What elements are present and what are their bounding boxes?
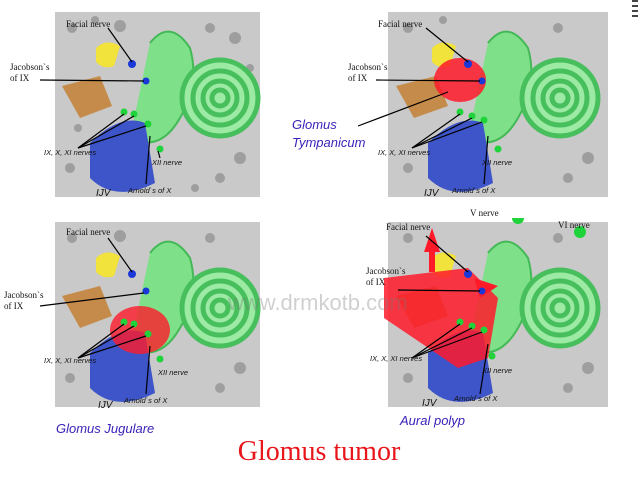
- corner-menu-icon: [632, 0, 638, 26]
- label-xii-nerve: XII nerve: [482, 158, 513, 167]
- label-jacobsons-of-ix: of IX: [10, 73, 30, 83]
- slide-title: Glomus tumor: [237, 436, 401, 467]
- ear-anatomy-illustration: [357, 12, 608, 197]
- label-jacobsons: Jacobson`s: [348, 62, 388, 72]
- caption-aural-polyp: Aural polyp: [400, 413, 466, 428]
- label-ijv: IJV: [96, 188, 111, 199]
- panel-normal-anatomy: Facial nerve Jacobson`s of IX IX, X, XI …: [0, 8, 262, 204]
- label-arnolds: Arnold`s of X: [452, 186, 496, 195]
- label-vi-nerve: VI nerve: [558, 220, 590, 230]
- label-jacobsons-of-ix: of IX: [366, 277, 386, 287]
- label-xii-nerve: XII nerve: [158, 368, 189, 377]
- ear-anatomy-illustration: [39, 222, 261, 407]
- label-jacobsons: Jacobson`s: [4, 290, 44, 300]
- label-ijv: IJV: [98, 400, 113, 411]
- label-jacobsons: Jacobson`s: [10, 62, 50, 72]
- label-ijv: IJV: [422, 398, 437, 409]
- label-jacobsons: Jacobson`s: [366, 266, 406, 276]
- label-v-nerve: V nerve: [470, 208, 499, 218]
- label-jacobsons-of-ix: of IX: [348, 73, 368, 83]
- label-arnolds: Arnold`s of X: [454, 394, 498, 403]
- label-facial-nerve: Facial nerve: [386, 222, 431, 232]
- label-xii-nerve: XII nerve: [152, 158, 183, 167]
- label-facial-nerve: Facial nerve: [66, 227, 111, 237]
- label-nerves: IX, X, XI nerves: [370, 354, 423, 363]
- label-facial-nerve: Facial nerve: [378, 19, 423, 29]
- panel-aural-polyp: Facial nerve Jacobson`s of IX IX, X, XI …: [348, 208, 610, 414]
- caption-glomus-jugulare: Glomus Jugulare: [56, 421, 155, 436]
- label-ijv: IJV: [424, 188, 439, 199]
- label-facial-nerve: Facial nerve: [66, 19, 111, 29]
- label-nerves: IX, X, XI nerves: [44, 356, 97, 365]
- panel-glomus-jugulare: Facial nerve Jacobson`s of IX IX, X, XI …: [0, 218, 262, 414]
- label-arnolds: Arnold`s of X: [128, 186, 172, 195]
- label-xii-nerve: XII nerve: [482, 366, 513, 375]
- ear-anatomy-illustration: [384, 218, 608, 407]
- label-nerves: IX, X, XI nerves: [44, 148, 97, 157]
- ear-anatomy-illustration: [39, 12, 261, 197]
- label-nerves: IX, X, XI nerves: [378, 148, 431, 157]
- label-jacobsons-of-ix: of IX: [4, 301, 24, 311]
- panel-glomus-tympanicum: Facial nerve Jacobson`s of IX IX, X, XI …: [348, 8, 610, 204]
- label-arnolds: Arnold`s of X: [124, 396, 168, 405]
- caption-glomus: Glomus: [292, 117, 337, 132]
- watermark: www.drmkotb.com: [228, 290, 408, 315]
- caption-tympanicum: Tympanicum: [292, 135, 366, 150]
